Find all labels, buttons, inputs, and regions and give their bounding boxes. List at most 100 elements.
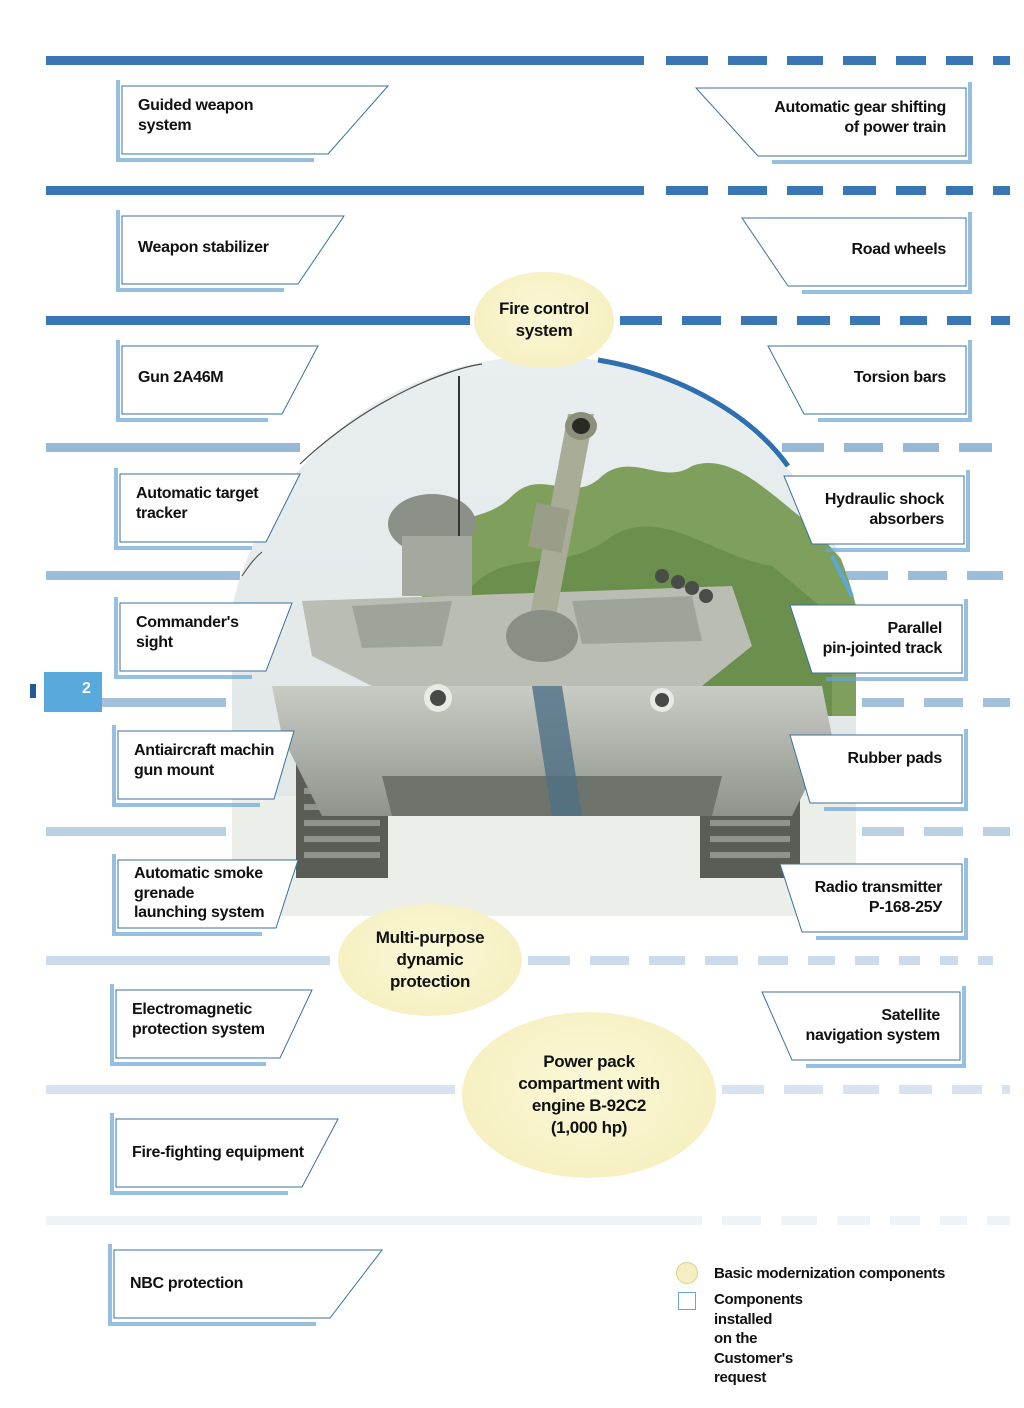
label-box-weapon-stabilizer: Weapon stabilizer — [116, 210, 345, 292]
legend-basic-swatch — [676, 1262, 698, 1284]
label-box-torsion-bars: Torsion bars — [767, 340, 972, 422]
label-box-satellite-navigation-system: Satellite navigation system — [761, 986, 966, 1068]
label-box-outline — [779, 863, 963, 933]
label-box-frame — [112, 854, 299, 936]
label-box-frame — [116, 80, 390, 162]
section-rule — [46, 956, 1010, 965]
label-text: Hydraulic shock absorbers — [824, 491, 944, 528]
label-box-frame — [741, 212, 972, 294]
label-box-outline — [761, 991, 961, 1061]
tank-photo — [232, 356, 856, 916]
label-box-shadow-edge — [816, 858, 968, 940]
label-box-outline — [741, 217, 967, 287]
label-box-gun-2a46m: Gun 2A46M — [116, 340, 319, 422]
label-box-shadow-edge — [114, 597, 252, 679]
label-box-frame — [116, 210, 345, 292]
label-box-outline — [783, 475, 965, 545]
label-box-frame — [108, 1244, 384, 1326]
label-box-shadow-edge — [826, 470, 970, 552]
label-box-frame — [761, 986, 966, 1068]
label-box-antiaircraft-machin-gun-mount: Antiaircraft machin gun mount — [112, 725, 295, 807]
label-box-outline — [767, 345, 967, 415]
label-box-shadow-edge — [116, 340, 268, 422]
label-box-outline — [789, 604, 963, 674]
label-box-outline — [789, 734, 963, 804]
label-box-frame — [767, 340, 972, 422]
label-box-frame — [694, 82, 972, 164]
label-box-outline — [694, 87, 967, 157]
label-box-hydraulic-shock-absorbers: Hydraulic shock absorbers — [783, 470, 970, 552]
page-tab — [44, 672, 102, 712]
label-box-outline — [121, 345, 319, 415]
label-box-shadow-edge — [802, 212, 972, 294]
label-box-commander-s-sight: Commander's sight — [114, 597, 293, 679]
label-box-frame — [116, 340, 319, 422]
bubble-fire-control-system: Fire control system — [474, 272, 614, 368]
legend-optional-swatch — [678, 1292, 696, 1310]
page-number: 2 — [82, 680, 91, 697]
legend-optional-label: Components installed on the Customer's r… — [714, 1291, 803, 1386]
label-box-outline — [113, 1249, 384, 1319]
page-edge-marker — [30, 684, 36, 698]
label-text: Parallel pin-jointed track — [822, 620, 943, 657]
label-text: Rubber pads — [847, 750, 943, 767]
bubble-power-pack: Power pack compartment with engine В-92С… — [462, 1012, 716, 1178]
label-box-road-wheels: Road wheels — [741, 212, 972, 294]
label-box-frame — [789, 599, 968, 681]
label-text: Automatic target tracker — [136, 485, 259, 522]
label-box-shadow-edge — [112, 854, 262, 936]
section-rule — [46, 316, 1010, 325]
label-box-shadow-edge — [110, 984, 266, 1066]
section-rule — [46, 571, 1010, 580]
label-text: Torsion bars — [853, 369, 946, 386]
label-text: Antiaircraft machin gun mount — [134, 742, 275, 779]
label-box-frame — [110, 984, 313, 1066]
label-box-outline — [117, 859, 299, 929]
label-box-shadow-edge — [108, 1244, 316, 1326]
label-text: Electromagnetic protection system — [132, 1001, 265, 1038]
label-box-automatic-gear-shifting-of-power-train: Automatic gear shifting of power train — [694, 82, 972, 164]
label-box-shadow-edge — [112, 725, 260, 807]
label-box-shadow-edge — [818, 340, 972, 422]
label-text: Automatic gear shifting of power train — [774, 99, 946, 136]
label-box-shadow-edge — [826, 599, 968, 681]
label-box-rubber-pads: Rubber pads — [789, 729, 968, 811]
label-text: Fire-fighting equipment — [132, 1144, 304, 1161]
section-rule — [46, 443, 1010, 452]
label-box-frame — [779, 858, 968, 940]
label-text: NBC protection — [130, 1275, 244, 1292]
label-text: Satellite navigation system — [805, 1007, 940, 1044]
label-box-frame — [783, 470, 970, 552]
label-text: Radio transmitter P-168-25У — [814, 879, 943, 916]
label-box-outline — [121, 85, 390, 155]
label-text: Automatic smoke grenade launching system — [134, 865, 265, 922]
label-text: Gun 2A46M — [138, 369, 224, 386]
label-box-outline — [119, 473, 301, 543]
label-box-fire-fighting-equipment: Fire-fighting equipment — [110, 1113, 339, 1195]
label-box-outline — [119, 602, 293, 672]
label-box-frame — [114, 468, 301, 550]
label-box-shadow-edge — [114, 468, 252, 550]
label-box-automatic-target-tracker: Automatic target tracker — [114, 468, 301, 550]
section-rule — [46, 698, 1010, 707]
label-box-frame — [789, 729, 968, 811]
label-box-frame — [114, 597, 293, 679]
section-rule — [46, 186, 1010, 195]
label-box-radio-transmitter-p-168-25: Radio transmitter P-168-25У — [779, 858, 968, 940]
label-box-frame — [112, 725, 295, 807]
bubble-multi-purpose-dynamic-protection: Multi-purpose dynamic protection — [338, 904, 522, 1016]
label-text: Road wheels — [851, 241, 946, 258]
section-rule — [46, 1085, 1010, 1094]
label-box-shadow-edge — [806, 986, 966, 1068]
label-text: Weapon stabilizer — [138, 239, 269, 256]
label-box-shadow-edge — [110, 1113, 288, 1195]
label-box-shadow-edge — [116, 80, 314, 162]
label-box-shadow-edge — [772, 82, 972, 164]
label-box-guided-weapon-system: Guided weapon system — [116, 80, 390, 162]
label-text: Guided weapon system — [138, 97, 254, 134]
label-box-outline — [115, 1118, 339, 1188]
label-box-shadow-edge — [116, 210, 284, 292]
label-box-nbc-protection: NBC protection — [108, 1244, 384, 1326]
label-box-electromagnetic-protection-system: Electromagnetic protection system — [110, 984, 313, 1066]
label-box-outline — [121, 215, 345, 285]
